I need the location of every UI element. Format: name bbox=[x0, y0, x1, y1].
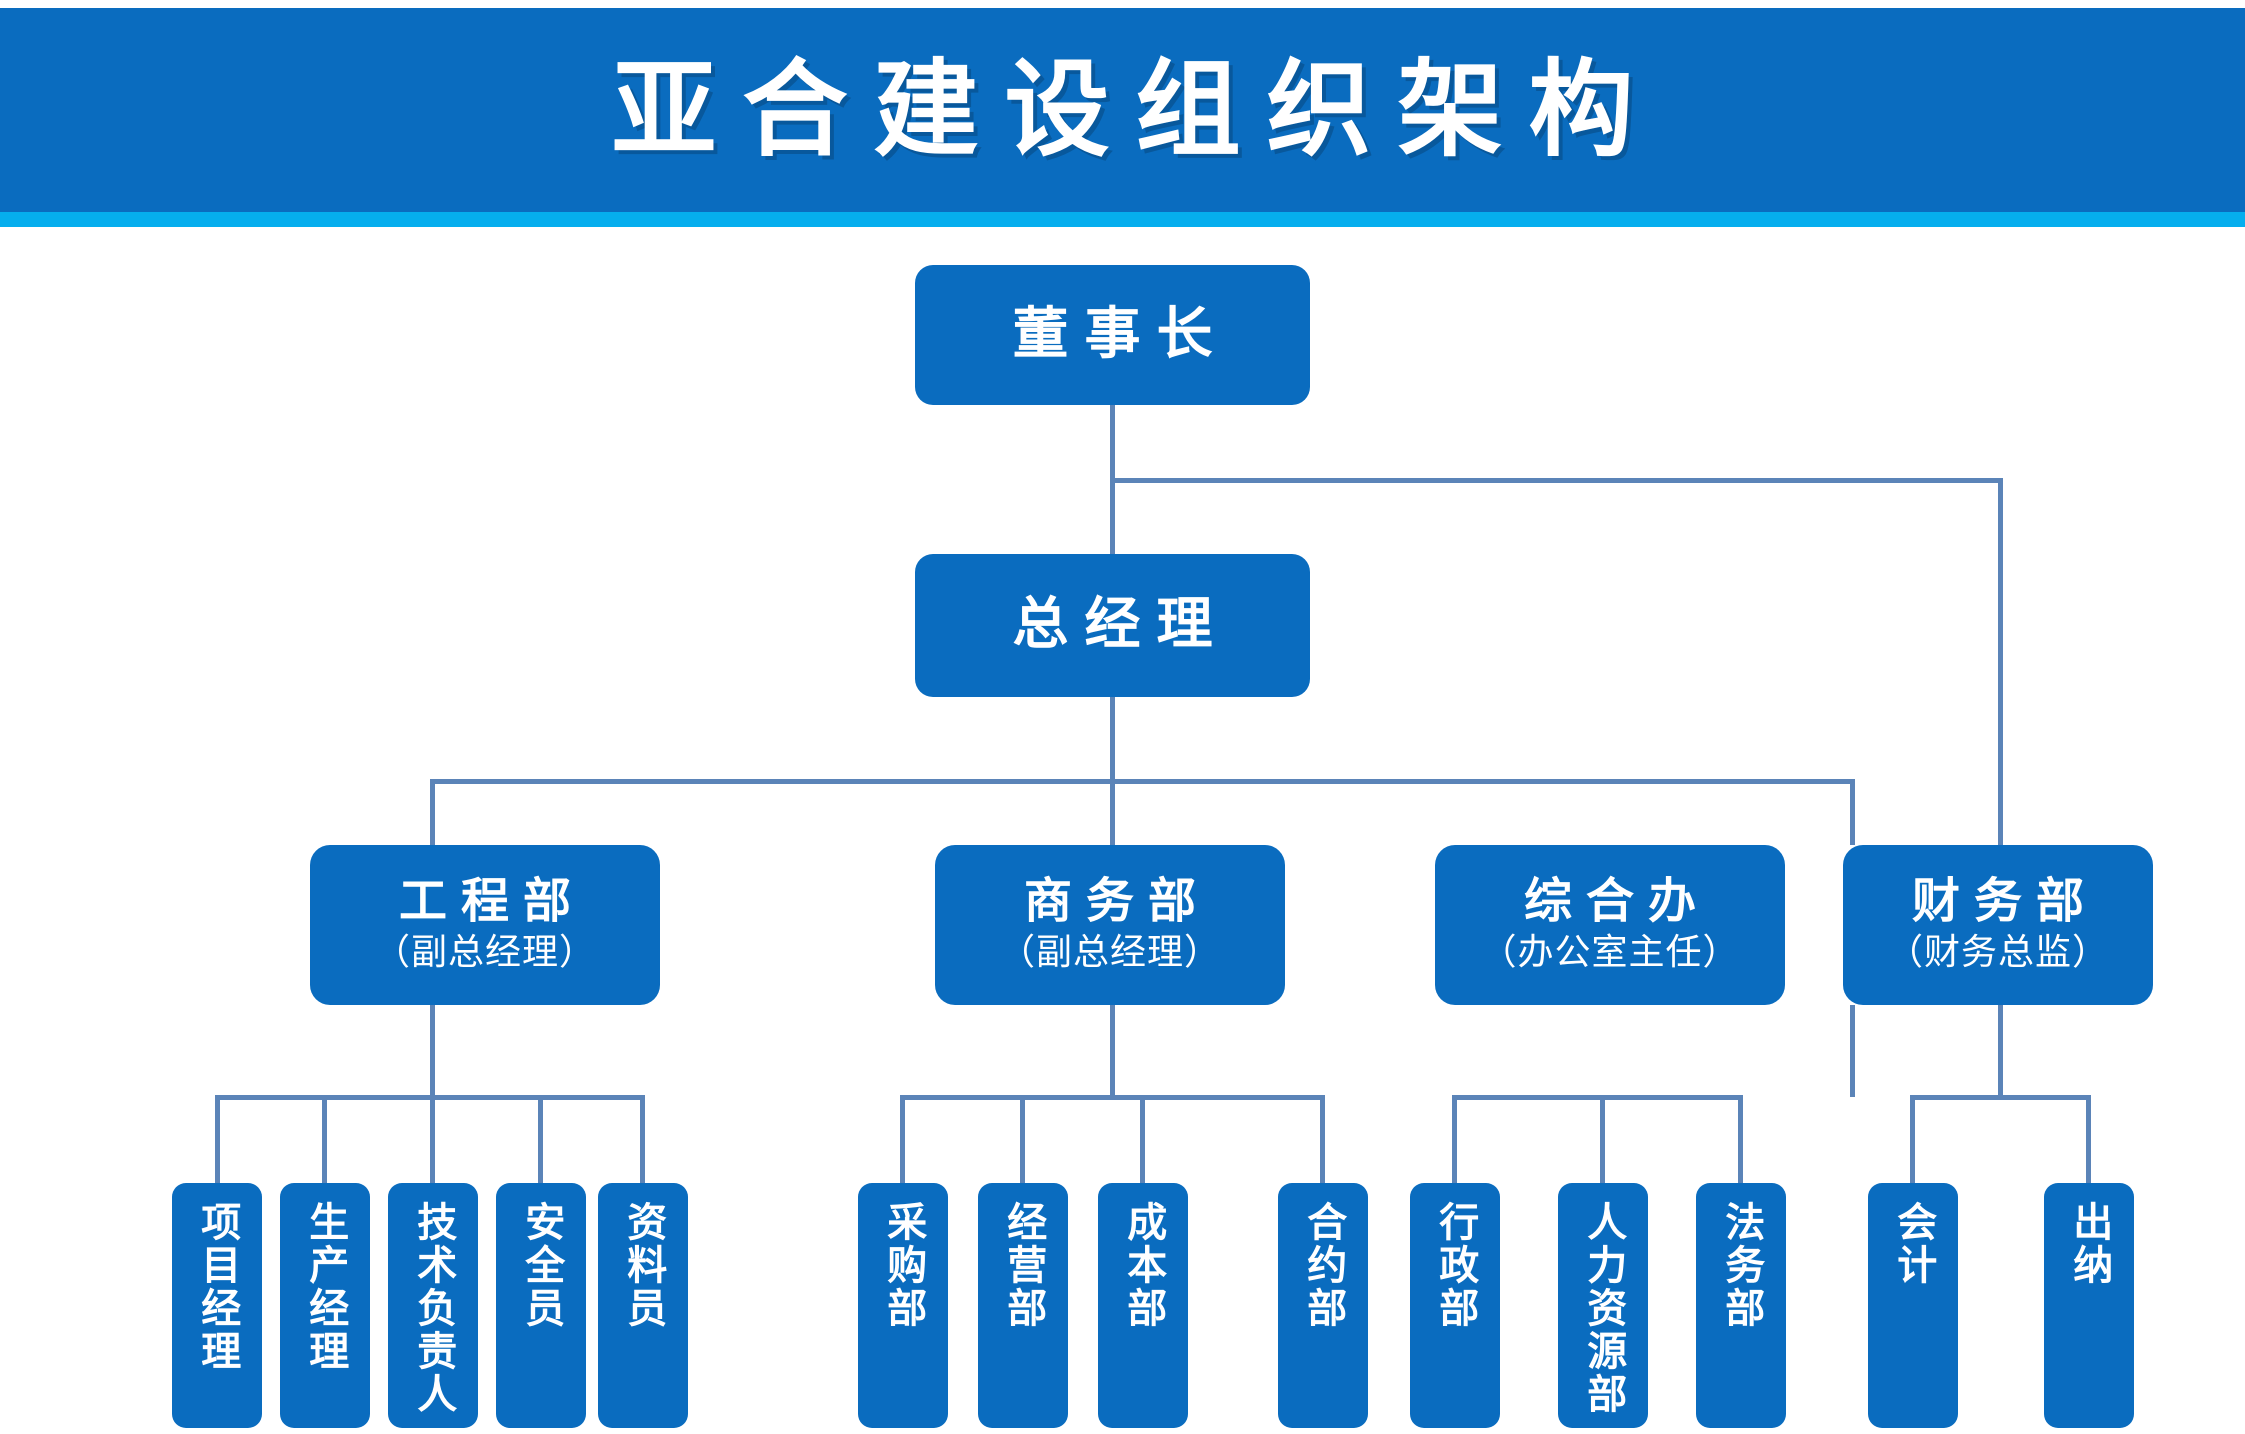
node-accountant-label: 会计 bbox=[1890, 1201, 1937, 1287]
connector-chairman-stem bbox=[1110, 405, 1115, 481]
node-admin-sublabel: （办公室主任） bbox=[1480, 932, 1740, 974]
node-project-manager-label: 项目经理 bbox=[194, 1201, 241, 1373]
node-general-manager-label: 总经理 bbox=[1012, 592, 1229, 658]
node-business-label: 商务部 bbox=[1023, 873, 1210, 930]
node-document-clerk-label: 资料员 bbox=[620, 1201, 667, 1330]
header-banner: 亚合建设组织架构 bbox=[0, 8, 2245, 212]
node-chairman[interactable]: 董事长 bbox=[915, 265, 1310, 405]
connector-finance-drop bbox=[1998, 478, 2003, 845]
node-cashier[interactable]: 出纳 bbox=[2044, 1183, 2134, 1428]
node-contract-label: 合约部 bbox=[1300, 1201, 1347, 1330]
node-business-dept[interactable]: 商务部 （副总经理） bbox=[935, 845, 1285, 1005]
node-human-resources-label: 人力资源部 bbox=[1580, 1201, 1627, 1416]
node-procurement-label: 采购部 bbox=[880, 1201, 927, 1330]
connector-chairman-to-finance-bus bbox=[1110, 478, 2003, 483]
node-document-clerk[interactable]: 资料员 bbox=[598, 1183, 688, 1428]
connector-admin-child-2 bbox=[1600, 1095, 1605, 1183]
connector-finance-bus bbox=[1910, 1095, 2090, 1100]
node-chairman-label: 董事长 bbox=[1012, 301, 1229, 367]
node-legal-label: 法务部 bbox=[1718, 1201, 1765, 1330]
connector-business-stem bbox=[1110, 1005, 1115, 1097]
connector-business-child-4 bbox=[1320, 1095, 1325, 1183]
node-technical-lead[interactable]: 技术负责人 bbox=[388, 1183, 478, 1428]
node-accountant[interactable]: 会计 bbox=[1868, 1183, 1958, 1428]
connector-chairman-to-gm bbox=[1110, 478, 1115, 554]
node-operations-label: 经营部 bbox=[1000, 1201, 1047, 1330]
header-accent-strip bbox=[0, 212, 2245, 227]
node-engineering-dept[interactable]: 工程部 （副总经理） bbox=[310, 845, 660, 1005]
node-project-manager[interactable]: 项目经理 bbox=[172, 1183, 262, 1428]
node-finance-dept[interactable]: 财务部 （财务总监） bbox=[1843, 845, 2153, 1005]
node-cost-label: 成本部 bbox=[1120, 1201, 1167, 1330]
connector-engineering-child-1 bbox=[215, 1095, 220, 1183]
connector-engineering-stem bbox=[430, 1005, 435, 1097]
connector-business-child-2 bbox=[1020, 1095, 1025, 1183]
connector-gm-to-admin bbox=[1850, 779, 1855, 845]
connector-admin-bus bbox=[1452, 1095, 1742, 1100]
node-procurement[interactable]: 采购部 bbox=[858, 1183, 948, 1428]
connector-gm-to-business bbox=[1110, 779, 1115, 845]
node-general-manager[interactable]: 总经理 bbox=[915, 554, 1310, 697]
connector-gm-to-engineering bbox=[430, 779, 435, 845]
connector-gm-stem bbox=[1110, 697, 1115, 783]
page-title: 亚合建设组织架构 bbox=[611, 48, 1660, 171]
node-production-manager[interactable]: 生产经理 bbox=[280, 1183, 370, 1428]
node-cashier-label: 出纳 bbox=[2066, 1201, 2113, 1287]
node-engineering-label: 工程部 bbox=[398, 873, 585, 930]
connector-engineering-child-2 bbox=[322, 1095, 327, 1183]
node-admin-office[interactable]: 综合办 （办公室主任） bbox=[1435, 845, 1785, 1005]
node-administration-label: 行政部 bbox=[1432, 1201, 1479, 1330]
connector-business-bus bbox=[900, 1095, 1324, 1100]
node-administration[interactable]: 行政部 bbox=[1410, 1183, 1500, 1428]
node-engineering-sublabel: （副总经理） bbox=[373, 932, 596, 974]
connector-finance-child-1 bbox=[1910, 1095, 1915, 1183]
node-safety-officer-label: 安全员 bbox=[518, 1201, 565, 1330]
connector-business-child-3 bbox=[1140, 1095, 1145, 1183]
connector-engineering-child-3 bbox=[430, 1095, 435, 1183]
connector-business-child-1 bbox=[900, 1095, 905, 1183]
node-legal[interactable]: 法务部 bbox=[1696, 1183, 1786, 1428]
node-finance-label: 财务部 bbox=[1911, 873, 2098, 930]
node-business-sublabel: （副总经理） bbox=[998, 932, 1221, 974]
connector-finance-child-2 bbox=[2086, 1095, 2091, 1183]
node-safety-officer[interactable]: 安全员 bbox=[496, 1183, 586, 1428]
node-human-resources[interactable]: 人力资源部 bbox=[1558, 1183, 1648, 1428]
node-contract[interactable]: 合约部 bbox=[1278, 1183, 1368, 1428]
connector-admin-stem bbox=[1850, 1005, 1855, 1097]
connector-finance-stem bbox=[1998, 1005, 2003, 1097]
connector-engineering-child-5 bbox=[640, 1095, 645, 1183]
connector-engineering-child-4 bbox=[538, 1095, 543, 1183]
connector-gm-bus bbox=[430, 779, 1854, 784]
node-admin-label: 综合办 bbox=[1523, 873, 1710, 930]
node-technical-lead-label: 技术负责人 bbox=[410, 1201, 457, 1416]
node-production-manager-label: 生产经理 bbox=[302, 1201, 349, 1373]
connector-admin-child-1 bbox=[1452, 1095, 1457, 1183]
node-operations[interactable]: 经营部 bbox=[978, 1183, 1068, 1428]
connector-admin-child-3 bbox=[1738, 1095, 1743, 1183]
node-cost[interactable]: 成本部 bbox=[1098, 1183, 1188, 1428]
node-finance-sublabel: （财务总监） bbox=[1886, 932, 2109, 974]
